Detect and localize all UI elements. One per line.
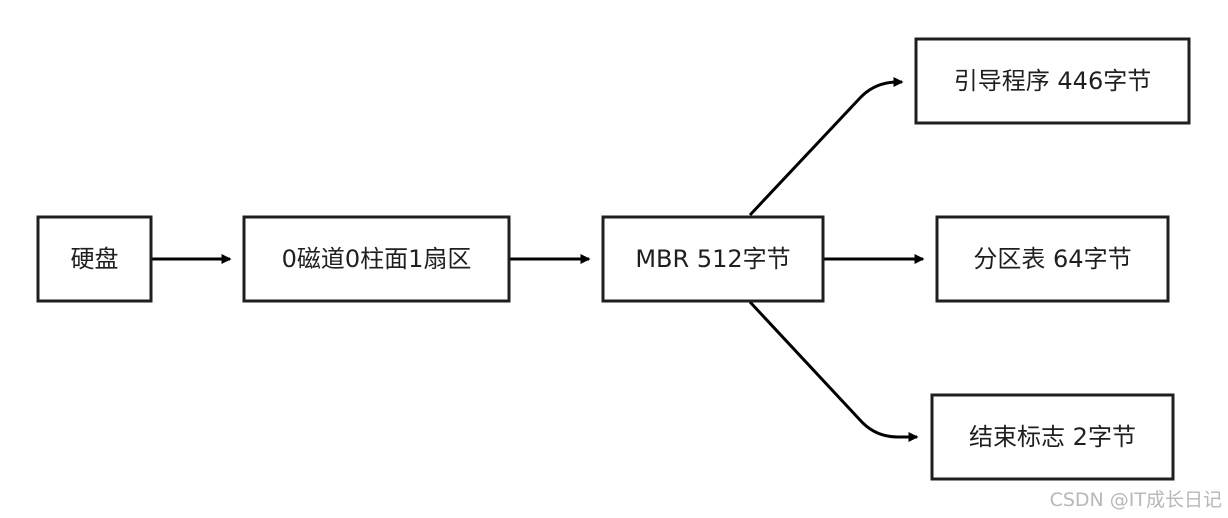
edges-group [152,77,925,442]
node-disk: 硬盘 [36,215,153,303]
node-mbr: MBR 512字节 [601,215,825,303]
node-end: 结束标志 2字节 [930,393,1175,481]
watermark: CSDN @IT成长日记 [1049,489,1222,511]
nodes-group: 硬盘 0磁道0柱面1扇区 MBR 512字节 引导程序 446字节 分区表 64… [36,37,1191,481]
node-partition-label: 分区表 64字节 [973,245,1131,273]
node-boot-label: 引导程序 446字节 [954,67,1151,95]
node-sector: 0磁道0柱面1扇区 [242,215,511,303]
node-boot: 引导程序 446字节 [914,37,1191,125]
edge-mbr-to-end [748,300,919,442]
edge-mbr-to-boot [748,77,904,217]
node-disk-label: 硬盘 [71,245,119,273]
node-partition: 分区表 64字节 [935,215,1170,303]
node-sector-label: 0磁道0柱面1扇区 [282,245,472,273]
node-end-label: 结束标志 2字节 [969,423,1136,451]
node-mbr-label: MBR 512字节 [635,245,790,273]
